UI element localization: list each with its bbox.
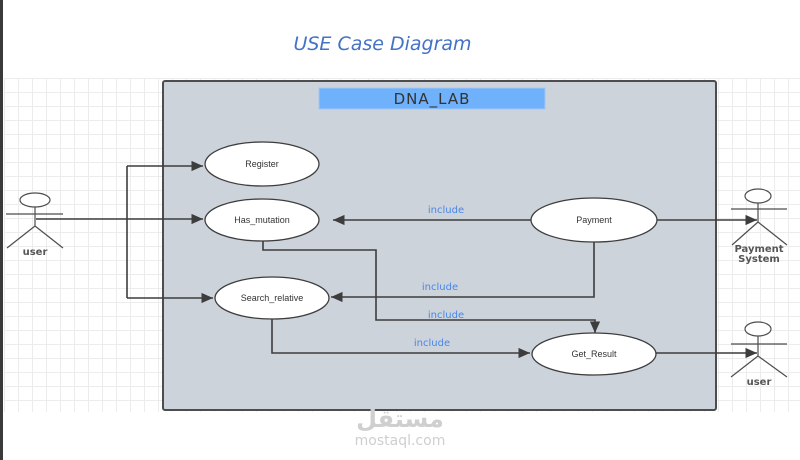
actor-user-right[interactable] [730, 321, 788, 378]
connector-search-relative-get-result [271, 317, 530, 359]
use-case-label: Register [245, 159, 279, 169]
window-edge [0, 0, 3, 460]
actor-payment-system[interactable] [731, 188, 788, 246]
use-case-search-relative[interactable]: Search_relative [214, 276, 330, 320]
use-case-label: Has_mutation [234, 215, 290, 225]
actor-head-icon [744, 321, 772, 337]
actor-label: System [738, 254, 780, 265]
use-case-label: Get_Result [571, 349, 617, 359]
actor-label: Payment [734, 244, 783, 255]
include-label: include [428, 310, 464, 321]
page-title: USE Case Diagram [293, 33, 472, 55]
include-label: include [428, 205, 464, 216]
watermark-arabic: مستقل [356, 405, 444, 433]
include-label: include [414, 338, 450, 349]
watermark: مستقل mostaql.com [330, 405, 470, 449]
actor-body-icon [730, 336, 788, 378]
connector-has-mutation-get-result [262, 241, 601, 333]
actor-body-icon [731, 203, 788, 246]
actor-label: user [747, 377, 772, 388]
use-case-label: Payment [576, 215, 612, 225]
actor-head-icon [19, 192, 51, 208]
system-header [318, 87, 546, 110]
watermark-latin: mostaql.com [354, 433, 446, 449]
use-case-get-result[interactable]: Get_Result [531, 332, 657, 376]
use-case-register[interactable]: Register [204, 141, 320, 187]
actor-user-left[interactable] [6, 192, 64, 249]
connector-payment-search-relative [331, 242, 595, 303]
include-label: include [422, 282, 458, 293]
actor-head-icon [744, 188, 772, 204]
actor-label: user [23, 247, 48, 258]
actor-body-icon [6, 207, 64, 249]
use-case-has-mutation[interactable]: Has_mutation [204, 198, 320, 242]
system-name: DNA_LAB [394, 90, 471, 109]
use-case-label: Search_relative [241, 293, 304, 303]
use-case-payment[interactable]: Payment [530, 197, 658, 243]
